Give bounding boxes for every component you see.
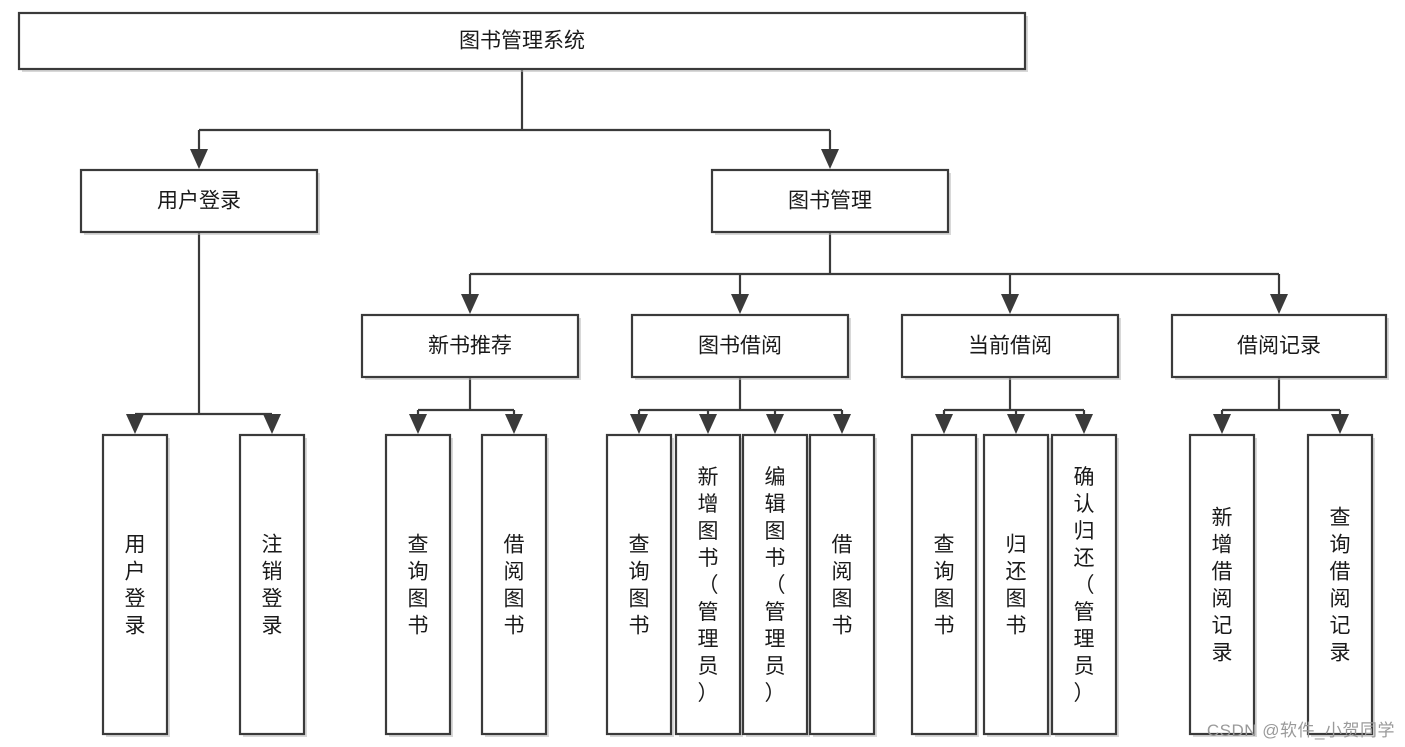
node-l2b[interactable]: 图书管理 [710, 168, 951, 235]
node-label: 图书管理系统 [459, 30, 585, 53]
node-label: 借阅图书 [504, 534, 525, 638]
arrow-head-icon [263, 414, 281, 434]
node-box[interactable] [900, 313, 1120, 379]
arrow-head-icon [1213, 414, 1231, 434]
arrow-head-icon [190, 149, 208, 169]
arrow-head-icon [833, 414, 851, 434]
node-label: 查询图书 [934, 534, 955, 638]
node-leaf12[interactable]: 新增借阅记录 [1188, 433, 1257, 737]
arrow-head-icon [461, 294, 479, 314]
node-box[interactable] [710, 168, 950, 234]
node-label: 图书管理 [788, 190, 872, 213]
node-box[interactable] [1170, 313, 1388, 379]
node-box[interactable] [674, 433, 742, 736]
arrow-head-icon [766, 414, 784, 434]
node-box[interactable] [101, 433, 169, 736]
node-l3b[interactable]: 图书借阅 [630, 313, 851, 380]
node-label: 新增图书（管理员） [698, 466, 719, 705]
node-box[interactable] [741, 433, 809, 736]
node-box[interactable] [79, 168, 319, 234]
arrow-head-icon [731, 294, 749, 314]
node-leaf7[interactable]: 编辑图书（管理员） [741, 433, 810, 737]
node-leaf3[interactable]: 查询图书 [384, 433, 453, 737]
node-box[interactable] [630, 313, 850, 379]
node-label: 查询借阅记录 [1330, 507, 1351, 665]
node-l3d[interactable]: 借阅记录 [1170, 313, 1389, 380]
node-label: 用户登录 [125, 534, 146, 638]
arrow-head-icon [1331, 414, 1349, 434]
arrow-head-icon [1001, 294, 1019, 314]
arrow-head-icon [1007, 414, 1025, 434]
node-label: 注销登录 [262, 534, 283, 638]
arrow-head-icon [505, 414, 523, 434]
node-box[interactable] [384, 433, 452, 736]
arrow-head-icon [1270, 294, 1288, 314]
node-layer: 图书管理系统用户登录图书管理新书推荐图书借阅当前借阅借阅记录用户登录注销登录查询… [17, 11, 1389, 737]
node-label: 归还图书 [1006, 534, 1027, 638]
node-leaf10[interactable]: 归还图书 [982, 433, 1051, 737]
node-box[interactable] [1050, 433, 1118, 736]
node-label: 编辑图书（管理员） [765, 466, 786, 705]
node-leaf1[interactable]: 用户登录 [101, 433, 170, 737]
connector-group-l3b [630, 377, 851, 434]
node-box[interactable] [1306, 433, 1374, 736]
arrow-head-icon [126, 414, 144, 434]
node-label: 图书借阅 [698, 335, 782, 358]
connector-group-l3c [935, 377, 1093, 434]
node-leaf9[interactable]: 查询图书 [910, 433, 979, 737]
node-leaf6[interactable]: 新增图书（管理员） [674, 433, 743, 737]
connector-group-l3a [409, 377, 523, 434]
arrow-head-icon [630, 414, 648, 434]
node-label: 当前借阅 [968, 335, 1052, 358]
node-label: 确认归还（管理员） [1074, 466, 1095, 705]
arrow-head-icon [821, 149, 839, 169]
node-leaf4[interactable]: 借阅图书 [480, 433, 549, 737]
node-box[interactable] [605, 433, 673, 736]
connector-group-l2a [126, 232, 281, 434]
node-box[interactable] [17, 11, 1027, 71]
node-l2a[interactable]: 用户登录 [79, 168, 320, 235]
node-label: 新书推荐 [428, 335, 512, 358]
node-box[interactable] [910, 433, 978, 736]
node-leaf5[interactable]: 查询图书 [605, 433, 674, 737]
node-box[interactable] [360, 313, 580, 379]
node-box[interactable] [480, 433, 548, 736]
node-box[interactable] [982, 433, 1050, 736]
arrow-head-icon [1075, 414, 1093, 434]
node-leaf8[interactable]: 借阅图书 [808, 433, 877, 737]
node-root[interactable]: 图书管理系统 [17, 11, 1028, 72]
node-label: 用户登录 [157, 190, 241, 213]
node-box[interactable] [808, 433, 876, 736]
node-label: 新增借阅记录 [1212, 507, 1233, 665]
node-label: 借阅图书 [832, 534, 853, 638]
node-l3c[interactable]: 当前借阅 [900, 313, 1121, 380]
connector-group-l3d [1213, 377, 1349, 434]
node-label: 查询图书 [629, 534, 650, 638]
node-leaf11[interactable]: 确认归还（管理员） [1050, 433, 1119, 737]
node-leaf2[interactable]: 注销登录 [238, 433, 307, 737]
arrow-head-icon [935, 414, 953, 434]
node-box[interactable] [238, 433, 306, 736]
node-box[interactable] [1188, 433, 1256, 736]
node-label: 查询图书 [408, 534, 429, 638]
connector-layer [126, 69, 1349, 434]
node-leaf13[interactable]: 查询借阅记录 [1306, 433, 1375, 737]
arrow-head-icon [699, 414, 717, 434]
node-l3a[interactable]: 新书推荐 [360, 313, 581, 380]
node-label: 借阅记录 [1237, 335, 1321, 358]
connector-group-l2b [461, 232, 1288, 314]
connector-group-root [190, 69, 839, 169]
arrow-head-icon [409, 414, 427, 434]
